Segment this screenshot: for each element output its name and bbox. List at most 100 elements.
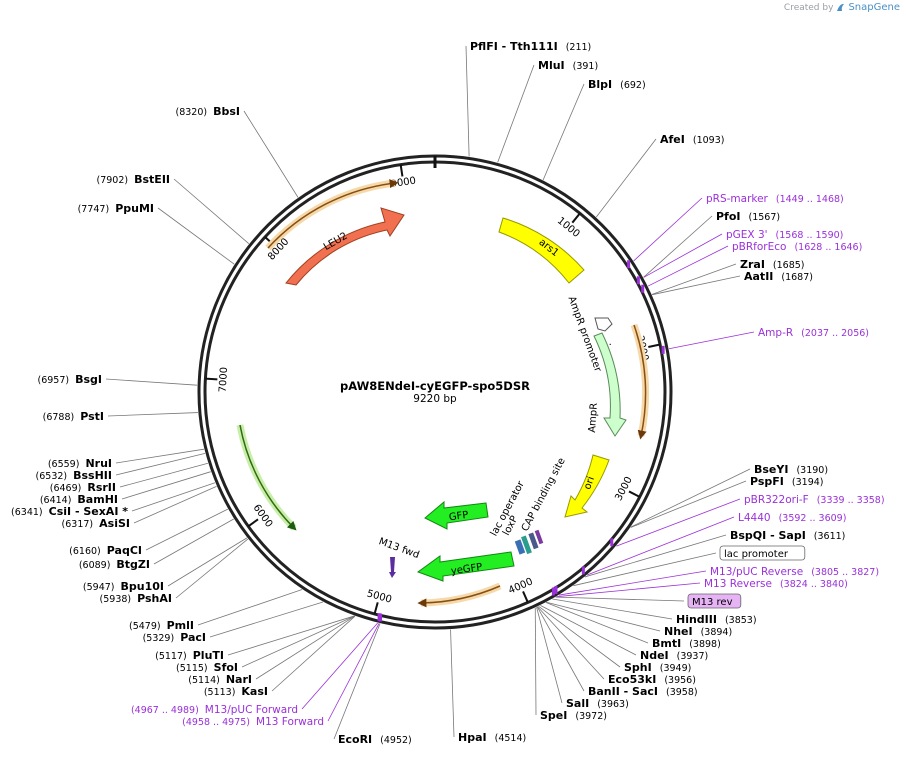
ori-feature[interactable] [564,454,610,518]
primer-site-name: Amp-R [758,327,793,339]
site-leader-line [157,207,235,265]
primer-site-position: (3824 .. 3840) [780,579,848,590]
enzyme-site-position: (5947) [83,582,115,593]
orf-arrow [633,324,647,440]
enzyme-site-name: SfoI [214,661,238,674]
enzyme-site-position: (3972) [575,711,607,722]
primer-site-name: pBR322ori-F [744,494,809,506]
ruler-tick [373,602,379,615]
ars1-feature[interactable] [498,217,585,284]
ampr-feature[interactable] [593,332,627,437]
site-leader-line [652,275,741,296]
primer-site-name: pBRforEco [732,241,786,253]
site-leader-line [450,629,455,738]
primer-mark [551,587,555,596]
enzyme-site-name: BanII - SacI [588,685,658,698]
loxp-feature[interactable] [521,535,532,555]
enzyme-site-position: (4952) [380,735,412,746]
enzyme-site-position: (5329) [143,633,175,644]
m13-fwd-label: M13 fwd [377,536,421,561]
enzyme-site-name: BlpI [588,78,612,91]
site-leader-line [173,178,250,245]
primer-site-position: (2037 .. 2056) [801,328,869,339]
m13-fwd-feature[interactable] [389,557,396,578]
primer-leader-line [633,197,703,262]
primer-leader-line [301,622,378,710]
yegfp-feature[interactable] [416,551,515,582]
orf-arc [420,582,502,607]
primer-leader-line [587,516,735,576]
gfp-feature[interactable] [424,500,489,530]
leu2-feature[interactable] [285,207,405,286]
orf-arrow-green [239,424,297,531]
enzyme-site-position: (3853) [725,615,757,626]
enzyme-site-position: (7902) [97,175,129,186]
enzyme-site-position: (3611) [814,531,846,542]
enzyme-site-position: (5113) [204,687,236,698]
primer-mark [636,276,640,285]
primer-site-name: M13 Reverse [704,578,772,590]
primer-site-position: (4958 .. 4975) [182,717,250,728]
primer-mark [610,538,614,547]
enzyme-site-position: (211) [566,42,592,53]
site-leader-line [107,412,198,417]
ruler-tick-label: 1000 [555,215,582,240]
enzyme-site-position: (3937) [677,651,709,662]
plasmid-size: 9220 bp [413,393,457,405]
snapgene-name: SnapGene [848,2,900,13]
enzyme-site-position: (6317) [62,519,94,530]
site-leader-line [536,607,563,704]
enzyme-site-position: (1685) [773,260,805,271]
enzyme-site-name: KasI [241,685,268,698]
site-leader-line [630,480,747,528]
enzyme-site-position: (1093) [693,135,725,146]
site-leader-line [573,552,717,587]
ori-label: ori [582,475,597,491]
primer-leader-line [647,245,729,287]
enzyme-site-name: BspQI - SapI [730,529,806,542]
ruler-tick [648,343,661,348]
primer-mark [661,345,665,354]
primer-mark [378,613,382,622]
site-leader-line [333,623,381,740]
enzyme-site-name: NdeI [640,649,669,662]
primer-leader-line [616,498,741,547]
enzyme-site-name: AsiSI [99,517,130,530]
ampr-label: AmpR [587,402,600,433]
enzyme-site-name: PluTI [193,649,224,662]
ruler-tick-label: 4000 [507,576,535,596]
site-leader-line [465,45,470,157]
enzyme-site-position: (3190) [796,465,828,476]
enzyme-site-position: (6559) [48,459,80,470]
site-leader-line [145,508,228,551]
primer-mark [641,284,645,293]
site-leader-line [540,605,637,656]
enzyme-site-position: (6414) [40,495,72,506]
snapgene-logo-icon [837,3,845,11]
primer-site-position: (3805 .. 3827) [811,567,879,578]
cap-binding-feature[interactable] [528,532,539,550]
ampr-promoter-feature[interactable] [594,317,613,332]
enzyme-site-name: BstEII [134,173,170,186]
enzyme-site-position: (5114) [188,675,220,686]
primer-mark [554,585,558,594]
primer-site-position: (1568 .. 1590) [776,230,844,241]
primer-leader-line [559,570,707,596]
m13-rev-label: M13 rev [692,597,733,608]
site-leader-line [209,601,324,638]
lac-small-feature[interactable] [534,529,544,545]
site-leader-line [153,518,234,565]
primer-site-name: pRS-marker [706,193,769,205]
lac-promoter-box [719,545,806,561]
lac-operator-feature[interactable] [514,539,526,555]
site-leader-line [542,83,585,181]
enzyme-site-position: (6341) [11,507,43,518]
enzyme-site-position: (4514) [495,733,527,744]
enzyme-site-position: (5938) [100,594,132,605]
site-leader-line [105,378,198,386]
enzyme-site-position: (5117) [155,651,187,662]
primer-site-position: (3339 .. 3358) [817,495,885,506]
ruler-tick-label: 6000 [251,503,275,530]
enzyme-site-name: AfeI [660,133,685,146]
enzyme-site-position: (391) [573,61,599,72]
